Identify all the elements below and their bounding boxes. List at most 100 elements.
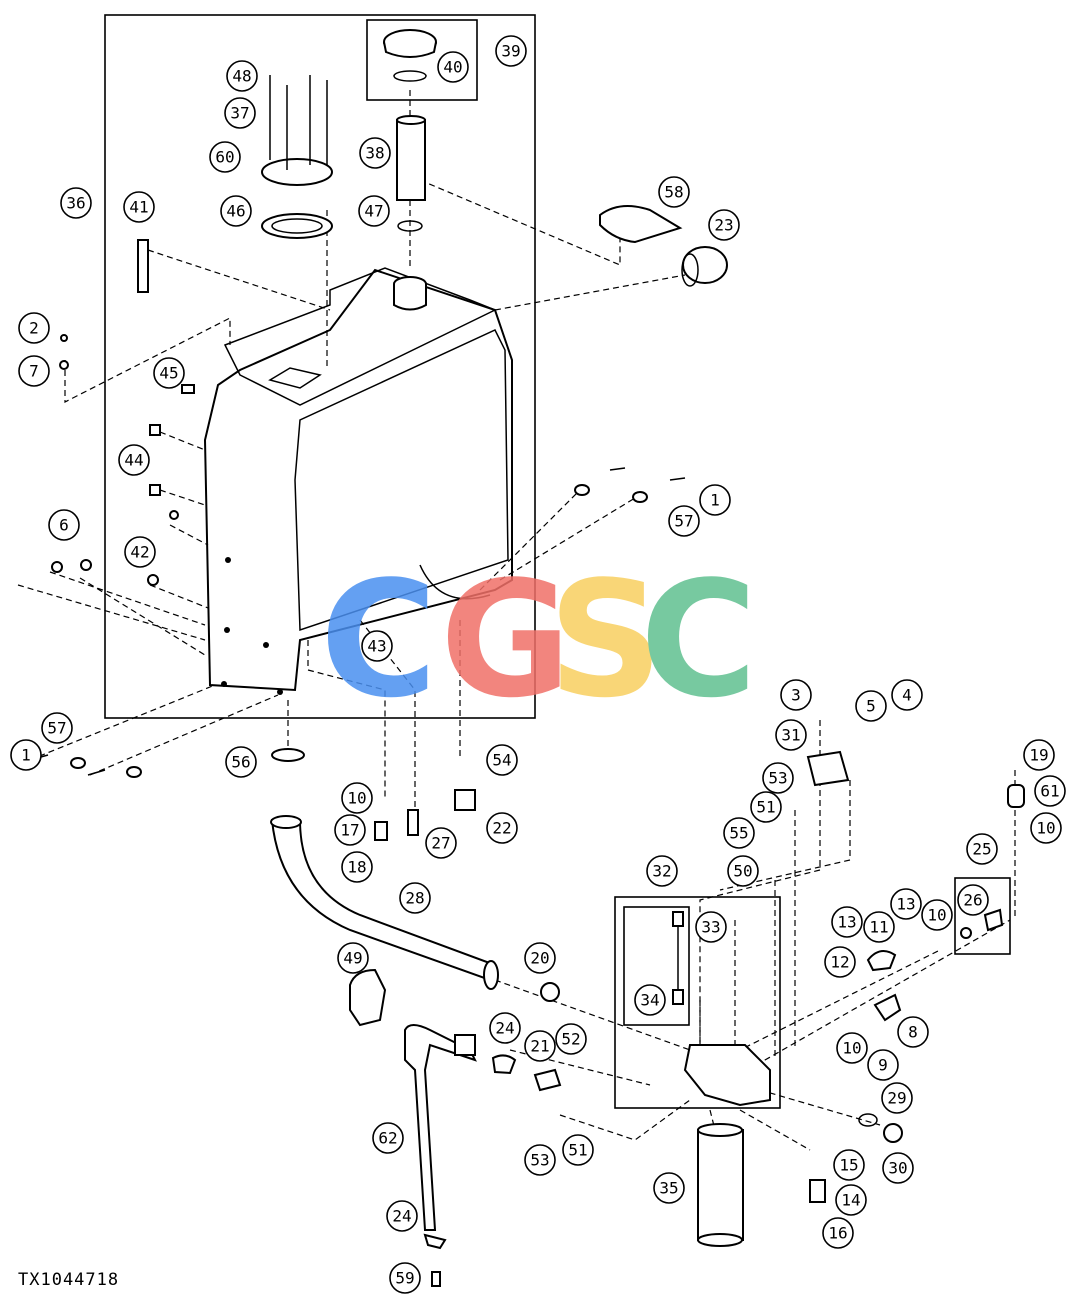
callout-number: 14 (841, 1191, 860, 1210)
callout-number: 15 (839, 1156, 858, 1175)
callout-circle (562, 1134, 594, 1166)
callout-number: 57 (674, 512, 693, 531)
callout-number: 29 (887, 1089, 906, 1108)
callout-49: 49 (337, 942, 369, 974)
callout-36: 36 (60, 187, 92, 219)
callout-number: 42 (130, 543, 149, 562)
callout-circle (891, 679, 923, 711)
callout-circle (153, 357, 185, 389)
callout-24: 24 (386, 1200, 418, 1232)
watermark-letter: G (440, 546, 571, 733)
callout-circle (361, 630, 393, 662)
callout-number: 10 (842, 1039, 861, 1058)
callout-7: 7 (18, 355, 50, 387)
callout-circle (824, 946, 856, 978)
callout-56: 56 (225, 746, 257, 778)
callout-number: 56 (231, 753, 250, 772)
callout-57: 57 (668, 505, 700, 537)
callout-number: 33 (701, 918, 720, 937)
callout-circle (863, 911, 895, 943)
cap-kit-frame (366, 19, 478, 101)
callout-circle (835, 1184, 867, 1216)
callout-59: 59 (389, 1262, 421, 1294)
callout-10: 10 (836, 1032, 868, 1064)
return-hose (349, 968, 477, 1231)
callout-47: 47 (358, 195, 390, 227)
callout-13: 13 (890, 888, 922, 920)
callout-18: 18 (341, 851, 373, 883)
callout-circle (495, 35, 527, 67)
callout-number: 13 (837, 913, 856, 932)
callout-12: 12 (824, 946, 856, 978)
callout-circle (836, 1032, 868, 1064)
callout-circle (10, 739, 42, 771)
callout-60: 60 (209, 141, 241, 173)
callout-circle (634, 984, 666, 1016)
callout-number: 20 (530, 949, 549, 968)
callout-number: 21 (530, 1037, 549, 1056)
callout-number: 1 (21, 746, 31, 765)
callout-number: 51 (756, 798, 775, 817)
callout-number: 5 (866, 697, 876, 716)
callout-circle (124, 536, 156, 568)
callout-46: 46 (220, 195, 252, 227)
callout-3: 3 (780, 679, 812, 711)
callout-circle (653, 1172, 685, 1204)
callout-2: 2 (18, 312, 50, 344)
callout-circle (60, 187, 92, 219)
callout-11: 11 (863, 911, 895, 943)
callout-number: 6 (59, 516, 69, 535)
callout-circle (780, 679, 812, 711)
callout-circle (358, 195, 390, 227)
callout-number: 27 (431, 834, 450, 853)
callout-number: 1 (710, 491, 720, 510)
callout-27: 27 (425, 827, 457, 859)
callout-circle (775, 719, 807, 751)
callout-circle (18, 355, 50, 387)
sight-gauge (137, 239, 149, 293)
callout-34: 34 (634, 984, 666, 1016)
callout-circle (437, 51, 469, 83)
callout-20: 20 (524, 942, 556, 974)
callout-number: 13 (896, 895, 915, 914)
callout-circle (833, 1149, 865, 1181)
callout-10: 10 (1030, 812, 1062, 844)
callout-32: 32 (646, 855, 678, 887)
callout-51: 51 (750, 791, 782, 823)
callout-35: 35 (653, 1172, 685, 1204)
callout-10: 10 (921, 899, 953, 931)
callout-53: 53 (524, 1144, 556, 1176)
callout-14: 14 (835, 1184, 867, 1216)
callout-number: 41 (129, 198, 148, 217)
callout-number: 16 (828, 1224, 847, 1243)
callout-number: 9 (878, 1056, 888, 1075)
callout-6: 6 (48, 509, 80, 541)
callout-53: 53 (762, 762, 794, 794)
callout-circle (18, 312, 50, 344)
callout-circle (966, 833, 998, 865)
callout-number: 4 (902, 686, 912, 705)
callout-28: 28 (399, 882, 431, 914)
callout-number: 10 (1036, 819, 1055, 838)
callout-number: 60 (215, 148, 234, 167)
sensor-kit-frame (623, 906, 690, 1026)
callout-circle (890, 888, 922, 920)
callout-number: 11 (869, 918, 888, 937)
callout-number: 61 (1040, 782, 1059, 801)
callout-circle (555, 1023, 587, 1055)
callout-1: 1 (699, 484, 731, 516)
callout-number: 51 (568, 1141, 587, 1160)
callout-circle (646, 855, 678, 887)
callout-circle (957, 884, 989, 916)
callout-circle (337, 942, 369, 974)
flange-plates (261, 75, 333, 239)
callout-circle (220, 195, 252, 227)
callout-number: 17 (340, 821, 359, 840)
callout-17: 17 (334, 814, 366, 846)
callout-number: 36 (66, 194, 85, 213)
callout-51: 51 (562, 1134, 594, 1166)
callout-number: 46 (226, 202, 245, 221)
callout-circle (524, 1144, 556, 1176)
figure-reference-id: TX1044718 (18, 1270, 120, 1290)
callout-16: 16 (822, 1217, 854, 1249)
